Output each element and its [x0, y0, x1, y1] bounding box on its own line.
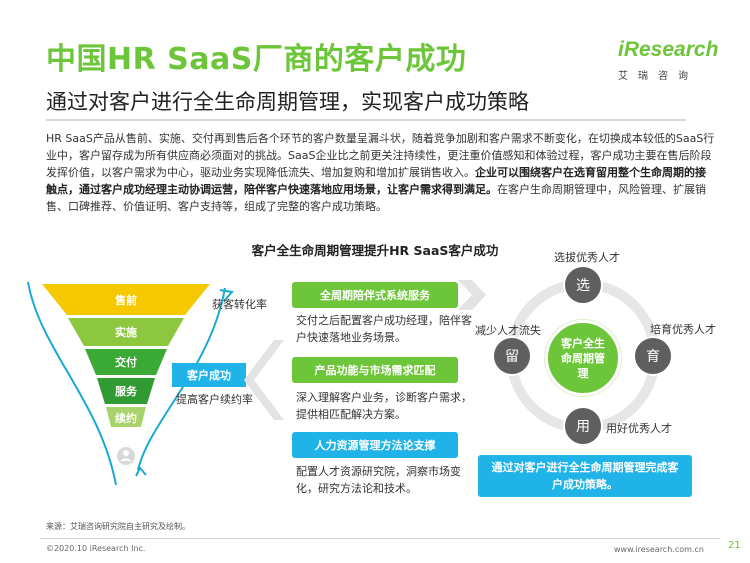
- cycle-node-select: 选: [563, 265, 603, 305]
- funnel-label-service: 服务: [115, 384, 138, 398]
- logo-graphic: iResearch: [618, 38, 718, 61]
- service-title-3: 人力资源管理方法论支撑: [292, 432, 458, 458]
- chevron-left-icon: [244, 340, 284, 420]
- logo-cn: 艾瑞咨询: [618, 71, 698, 82]
- funnel-stage-delivery: [85, 349, 167, 375]
- service-desc-3: 配置人才资源研究院，洞察市场变化，研究方法论和技术。: [296, 465, 461, 495]
- funnel-label-delivery: 交付: [115, 355, 137, 369]
- website-url: www.iresearch.com.cn: [614, 545, 704, 554]
- cycle-label-select: 选拔优秀人才: [554, 251, 620, 264]
- customer-success-badge: 客户成功: [172, 363, 246, 387]
- page-number: 21: [728, 540, 741, 551]
- lifecycle-center: 客户全生命周期管理: [545, 320, 621, 396]
- intro-text-2: 在客户生命周期管理中，风险管理、扩展销售、口碑推荐、价值证明、客户支持等，组成了…: [46, 183, 706, 213]
- funnel-arc-right: [137, 287, 226, 471]
- page-title: 中国HR SaaS厂商的客户成功: [46, 42, 467, 77]
- conversion-label: 获客转化率: [212, 298, 267, 311]
- funnel-arc-left: [27, 281, 117, 486]
- service-title-1: 全周期陪伴式系统服务: [292, 282, 458, 308]
- copyright: ©2020.10 iResearch Inc.: [46, 544, 146, 553]
- cycle-node-use: 用: [563, 406, 603, 446]
- cycle-label-retain: 减少人才流失: [475, 324, 541, 337]
- diagram-title: 客户全生命周期管理提升HR SaaS客户成功: [251, 243, 499, 258]
- logo-brand: iResearch: [618, 38, 718, 61]
- intro-paragraph: HR SaaS产品从售前、实施、交付再到售后各个环节的客户数量呈漏斗状，随着竞争…: [46, 130, 716, 215]
- renewal-label: 提高客户续约率: [176, 393, 253, 406]
- subtitle-divider: [46, 119, 686, 121]
- lifecycle-center-text: 客户全生命周期管理: [561, 336, 605, 380]
- footer-divider: [40, 538, 720, 539]
- service-desc-2: 深入理解客户业务，诊断客户需求，提供相匹配解决方案。: [296, 391, 472, 421]
- cycle-label-cultivate: 培育优秀人才: [650, 323, 716, 336]
- funnel-label-renewal: 续约: [115, 411, 137, 425]
- chevron-right-icon: [458, 280, 486, 310]
- page-subtitle: 通过对客户进行全生命周期管理，实现客户成功策略: [46, 90, 529, 114]
- service-title-2: 产品功能与市场需求匹配: [292, 357, 458, 383]
- service-desc-1: 交付之后配置客户成功经理，陪伴客户快速落地业务场景。: [296, 314, 472, 344]
- cycle-node-retain: 留: [492, 336, 532, 376]
- conclusion-box: 通过对客户进行全生命周期管理完成客户成功策略。: [478, 455, 692, 497]
- funnel-graphic: 售前 实施 交付 服务 续约: [27, 281, 234, 486]
- funnel-label-presale: 售前: [114, 293, 137, 307]
- funnel-label-implement: 实施: [115, 325, 137, 339]
- cycle-label-use: 用好优秀人才: [606, 422, 672, 435]
- intro-text-bold: 企业可以围绕客户在选育留用整个生命周期的接触点，通过客户成功经理主动协调运营，陪…: [46, 166, 706, 196]
- cycle-node-cultivate: 育: [633, 336, 673, 376]
- funnel-stage-service: [97, 378, 155, 404]
- funnel-stage-renewal: [106, 407, 146, 427]
- funnel-stage-presale: [42, 284, 210, 315]
- iresearch-logo: iResearch 艾瑞咨询: [618, 35, 718, 85]
- intro-text-1: HR SaaS产品从售前、实施、交付再到售后各个环节的客户数量呈漏斗状，随着竞争…: [46, 132, 715, 179]
- funnel-stage-implement: [68, 318, 184, 346]
- source-note: 来源：艾瑞咨询研究院自主研究及绘制。: [46, 522, 190, 531]
